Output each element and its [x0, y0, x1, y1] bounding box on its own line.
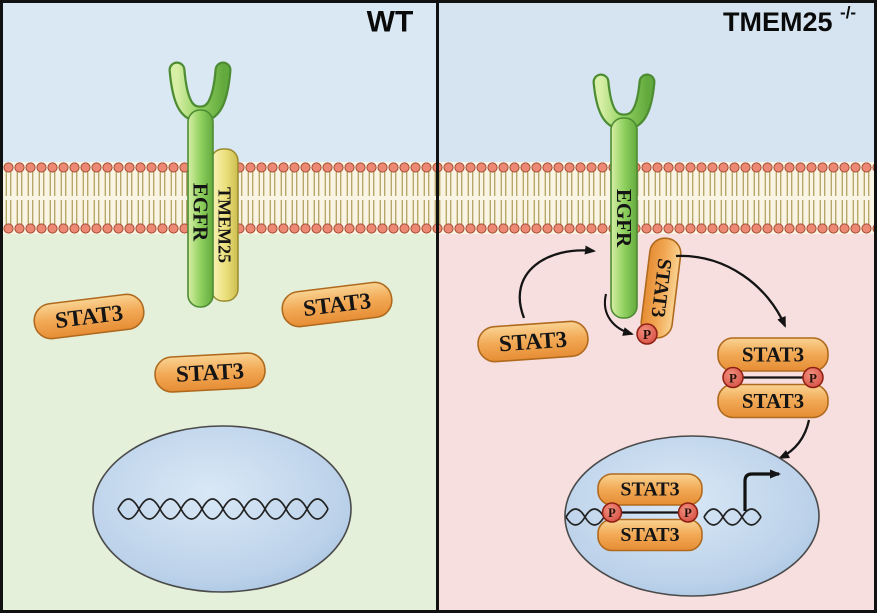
- nucleus-dimer-top-box: [597, 473, 703, 506]
- phospho-receptor-label: P: [643, 327, 651, 342]
- dimer-bottom-label: STAT3: [742, 389, 804, 413]
- nucleus-phospho-left: [601, 502, 623, 523]
- nucleus-p-right-label: P: [684, 506, 692, 520]
- egfr-receptor-ko: EGFR: [592, 73, 656, 319]
- nucleus-wt-body: [92, 425, 352, 593]
- stat3-free-label: STAT3: [498, 327, 568, 357]
- egfr-ko-body: [610, 117, 638, 319]
- ko-title: TMEM25 -/-: [723, 3, 856, 38]
- stat3-pill-3: STAT3: [154, 352, 266, 393]
- nucleus-phospho-right: [677, 502, 699, 523]
- dimer-p-left-label: P: [729, 371, 737, 386]
- dna-helix-wt: [117, 498, 329, 520]
- wt-title: WT: [367, 6, 414, 39]
- dna-helix-ko-left: [565, 508, 605, 526]
- egfr-receptor-wt: EGFR: [168, 61, 232, 308]
- dna-helix-ko-right: [703, 508, 762, 526]
- stat3-pill-2: STAT3: [281, 281, 393, 328]
- ko-title-superscript: -/-: [840, 3, 856, 22]
- nucleus-wt: [92, 425, 352, 593]
- dimer-top-box: [717, 337, 829, 372]
- phospho-receptor-circle: [636, 323, 658, 345]
- stat3-dimer: STAT3 STAT3 P P: [717, 337, 829, 419]
- dimer-phospho-left: [722, 366, 744, 389]
- nucleus-dimer-top-label: STAT3: [620, 479, 679, 501]
- egfr-label: EGFR: [189, 183, 213, 242]
- dimer-bottom-box: [717, 383, 829, 419]
- stat3-label-3: STAT3: [175, 358, 244, 387]
- egfr-ko-label: EGFR: [612, 189, 636, 248]
- nucleus-dimer-bottom-box: [597, 518, 703, 552]
- panel-wt: WT EGFR TMEM25 STAT3 STAT3 STAT3: [33, 6, 414, 593]
- dimer-top-label: STAT3: [742, 343, 804, 367]
- dimer-p-right-label: P: [809, 371, 817, 386]
- arrow-stat3-to-receptor: [518, 245, 596, 319]
- phospho-receptor: P: [636, 323, 658, 345]
- transcription-arrow: [743, 469, 781, 511]
- stat3-pill-1: STAT3: [33, 293, 145, 340]
- stat3-dimer-nucleus: STAT3 STAT3 P P: [597, 473, 703, 552]
- stat3-bound-receptor: STAT3: [640, 237, 682, 339]
- nucleus-dimer-bottom-label: STAT3: [620, 524, 679, 546]
- nucleus-ko: STAT3 STAT3 P P: [564, 435, 820, 597]
- arrow-phosphorylation: [603, 293, 634, 336]
- tmem25-label: TMEM25: [215, 187, 235, 263]
- nucleus-p-left-label: P: [608, 506, 616, 520]
- stat3-free-pill: STAT3: [477, 320, 589, 363]
- arrow-dimer-to-nucleus: [778, 419, 811, 460]
- pathway-arrows: [518, 245, 811, 460]
- panel-ko: TMEM25 -/- EGFR STAT3 P: [477, 3, 856, 597]
- arrow-receptor-to-dimer: [675, 254, 787, 328]
- egfr-body: [187, 109, 214, 308]
- ko-title-base: TMEM25: [723, 7, 833, 37]
- dimer-phospho-right: [802, 366, 824, 389]
